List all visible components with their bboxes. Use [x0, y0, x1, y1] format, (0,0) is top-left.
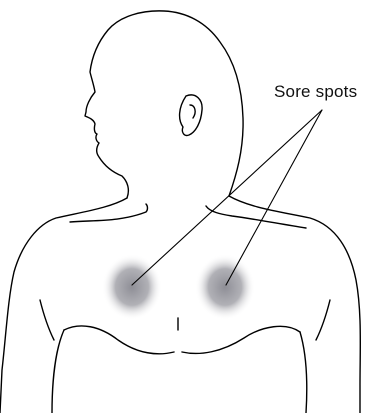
right-inner-arm	[300, 332, 307, 413]
sore-spot-right	[195, 254, 255, 320]
right-collarbone	[206, 206, 306, 228]
left-chest-line	[64, 326, 174, 354]
leader-line-right	[226, 110, 322, 285]
right-chest-line	[182, 326, 300, 353]
right-armpit-crease	[316, 300, 330, 340]
left-inner-arm	[52, 330, 64, 413]
left-armpit-crease	[40, 300, 54, 340]
ear-inner	[190, 105, 195, 118]
head-outline	[85, 11, 243, 198]
sore-spots-label: Sore spots	[274, 82, 357, 102]
sore-spot-left	[102, 254, 162, 320]
ear	[180, 95, 203, 136]
